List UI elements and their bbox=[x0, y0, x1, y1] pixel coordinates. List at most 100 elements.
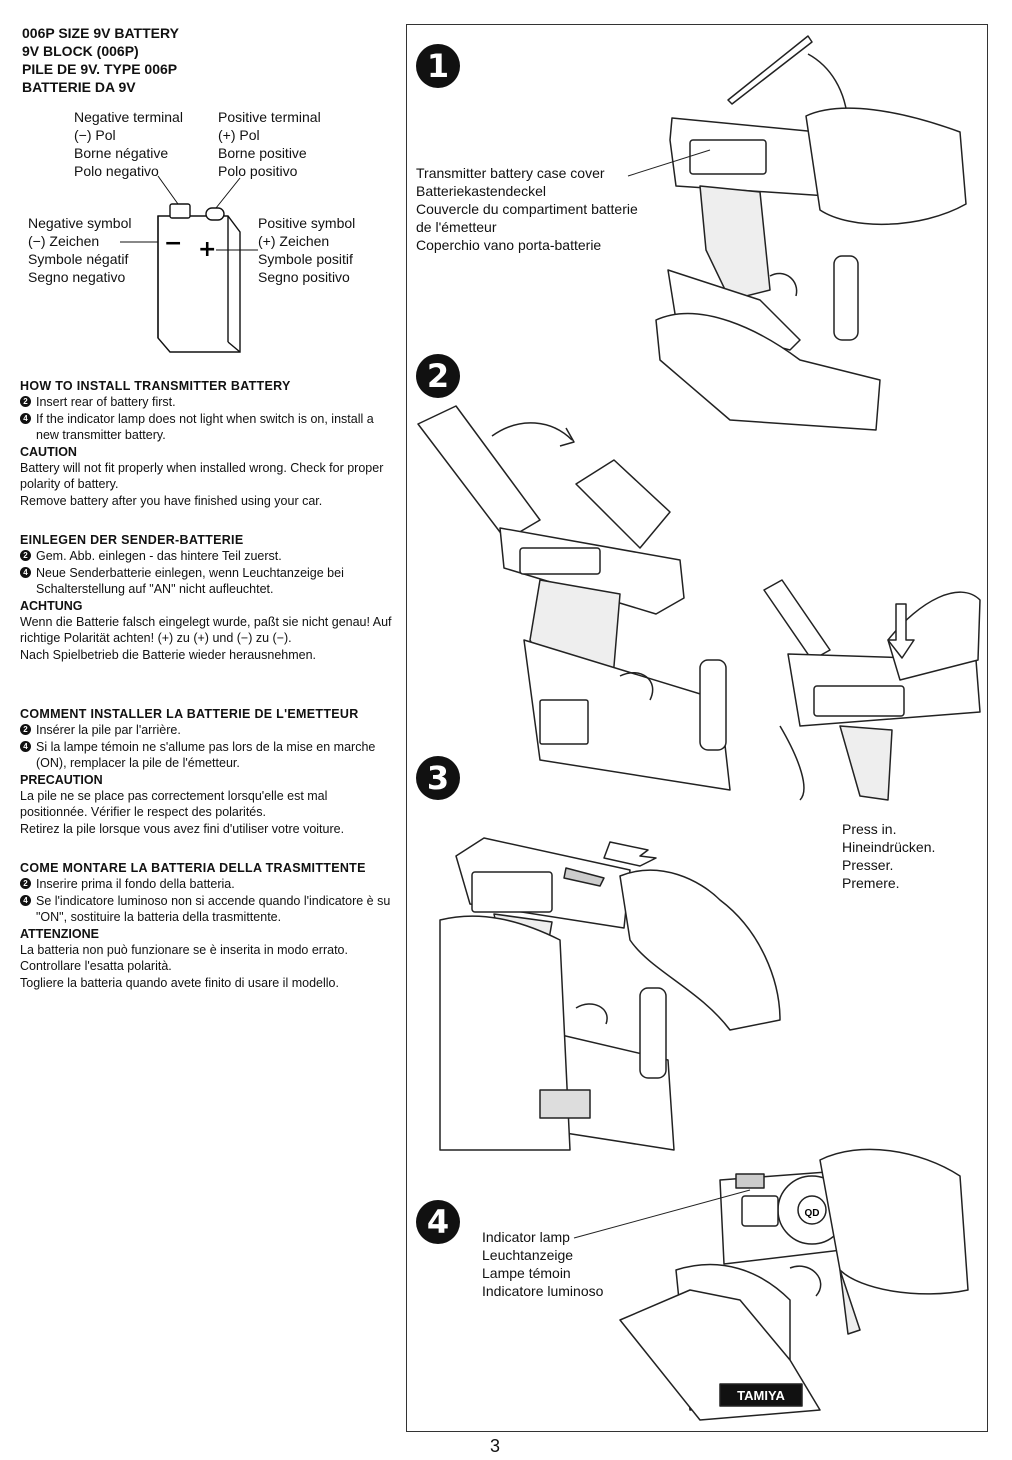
label-line: Leuchtanzeige bbox=[482, 1247, 574, 1263]
list-item: 2 Insérer la pile par l'arrière. bbox=[20, 722, 392, 738]
dial-label: QD bbox=[805, 1208, 820, 1219]
step-number-badge: 2 bbox=[20, 724, 31, 736]
step-badge-3: 3 bbox=[416, 756, 460, 800]
label-line: Positive terminal bbox=[218, 109, 321, 125]
label-line: Symbole négatif bbox=[28, 251, 129, 267]
label-line: (+) Pol bbox=[218, 127, 260, 143]
label-line: Hineindrücken. bbox=[842, 839, 936, 855]
caution-text: Nach Spielbetrieb die Batterie wieder he… bbox=[20, 647, 317, 662]
step-badge-4: 4 bbox=[416, 1200, 460, 1244]
tamiya-logo: TAMIYA bbox=[737, 1388, 785, 1403]
caution-title: PRECAUTION bbox=[20, 772, 103, 787]
caution-text: La pile ne se place pas correctement lor… bbox=[20, 789, 328, 820]
label-line: Premere. bbox=[842, 875, 900, 891]
label-line: Borne négative bbox=[74, 145, 169, 161]
list-item: 4 Neue Senderbatterie einlegen, wenn Leuc… bbox=[20, 565, 392, 598]
label-line: Negative symbol bbox=[28, 215, 132, 231]
item-text: Neue Senderbatterie einlegen, wenn Leuch… bbox=[36, 565, 344, 597]
item-text: Insert rear of battery first. bbox=[36, 395, 176, 410]
page-number: 3 bbox=[490, 1436, 501, 1456]
battery-title-line: PILE DE 9V. TYPE 006P bbox=[22, 61, 178, 77]
caution-title: ACHTUNG bbox=[20, 598, 83, 613]
item-text: Si la lampe témoin ne s'allume pas lors … bbox=[36, 739, 376, 771]
step-number-badge: 2 bbox=[20, 396, 31, 408]
section-french: COMMENT INSTALLER LA BATTERIE DE L'EMETT… bbox=[20, 706, 392, 837]
illustration-panel bbox=[406, 24, 988, 1432]
label-line: Batteriekastendeckel bbox=[416, 183, 546, 199]
negative-symbol-label: Negative symbol (−) Zeichen Symbole néga… bbox=[28, 214, 132, 286]
list-item: 4 Se l'indicatore luminoso non si accende… bbox=[20, 893, 392, 926]
list-item: 2 Insert rear of battery first. bbox=[20, 394, 392, 410]
label-line: (−) Zeichen bbox=[28, 233, 100, 249]
list-item: 2 Inserire prima il fondo della batteria. bbox=[20, 876, 392, 892]
indicator-lamp-label: Indicator lamp Leuchtanzeige Lampe témoi… bbox=[482, 1228, 603, 1300]
battery-title-line: 006P SIZE 9V BATTERY bbox=[22, 25, 179, 41]
label-line: (−) Pol bbox=[74, 127, 116, 143]
caution-text: Battery will not fit properly when insta… bbox=[20, 461, 384, 492]
section-heading: COME MONTARE LA BATTERIA DELLA TRASMITTE… bbox=[20, 861, 366, 875]
battery-9v-illustration bbox=[120, 175, 258, 353]
battery-title: 006P SIZE 9V BATTERY 9V BLOCK (006P) PIL… bbox=[22, 24, 179, 96]
caution-text: Togliere la batteria quando avete finito… bbox=[20, 975, 339, 990]
step-badge-2: 2 bbox=[416, 354, 460, 398]
label-line: de l'émetteur bbox=[416, 219, 497, 235]
step-number-badge: 2 bbox=[20, 878, 31, 890]
label-line: Borne positive bbox=[218, 145, 307, 161]
label-line: Indicator lamp bbox=[482, 1229, 570, 1245]
press-in-label: Press in. Hineindrücken. Presser. Premer… bbox=[842, 820, 935, 892]
item-text: Inserire prima il fondo della batteria. bbox=[36, 877, 235, 892]
step-number-badge: 4 bbox=[20, 894, 31, 906]
step3-transmitter-illustration bbox=[439, 837, 781, 1151]
step-badge-1: 1 bbox=[416, 44, 460, 88]
caution-text: Remove battery after you have finished u… bbox=[20, 493, 323, 508]
list-item: 2 Gem. Abb. einlegen - das hintere Teil z… bbox=[20, 548, 392, 564]
label-line: Negative terminal bbox=[74, 109, 183, 125]
caution-title: CAUTION bbox=[20, 444, 77, 459]
battery-title-line: BATTERIE DA 9V bbox=[22, 79, 136, 95]
step2-transmitter-illustration bbox=[417, 405, 731, 791]
label-line: Polo positivo bbox=[218, 163, 298, 179]
plus-mark: + bbox=[198, 237, 216, 262]
label-line: Polo negativo bbox=[74, 163, 159, 179]
label-line: Symbole positif bbox=[258, 251, 353, 267]
item-text: If the indicator lamp does not light whe… bbox=[36, 411, 374, 443]
step4-transmitter-illustration bbox=[573, 1148, 969, 1421]
section-english: HOW TO INSTALL TRANSMITTER BATTERY 2 Inse… bbox=[20, 378, 392, 509]
label-line: Segno negativo bbox=[28, 269, 126, 285]
battery-title-line: 9V BLOCK (006P) bbox=[22, 43, 139, 59]
negative-terminal-label: Negative terminal (−) Pol Borne négative… bbox=[74, 108, 183, 180]
label-line: Coperchio vano porta-batterie bbox=[416, 237, 602, 253]
section-heading: COMMENT INSTALLER LA BATTERIE DE L'EMETT… bbox=[20, 707, 359, 721]
step-number-badge: 4 bbox=[20, 412, 31, 424]
label-line: Couvercle du compartiment batterie bbox=[416, 201, 638, 217]
label-line: Press in. bbox=[842, 821, 897, 837]
label-line: Lampe témoin bbox=[482, 1265, 571, 1281]
section-german: EINLEGEN DER SENDER-BATTERIE 2 Gem. Abb. … bbox=[20, 532, 392, 663]
label-line: Presser. bbox=[842, 857, 894, 873]
battery-diagram: − + bbox=[120, 175, 258, 353]
item-text: Insérer la pile par l'arrière. bbox=[36, 723, 181, 738]
caution-text: Retirez la pile lorsque vous avez fini d… bbox=[20, 821, 345, 836]
press-in-illustration bbox=[763, 579, 981, 801]
step-number-badge: 4 bbox=[20, 566, 31, 578]
positive-terminal-label: Positive terminal (+) Pol Borne positive… bbox=[218, 108, 321, 180]
section-heading: HOW TO INSTALL TRANSMITTER BATTERY bbox=[20, 379, 291, 393]
step1-transmitter-illustration bbox=[655, 35, 967, 431]
item-text: Gem. Abb. einlegen - das hintere Teil zu… bbox=[36, 549, 282, 564]
caution-title: ATTENZIONE bbox=[20, 926, 99, 941]
item-text: Se l'indicatore luminoso non si accende … bbox=[36, 893, 391, 925]
label-line: Transmitter battery case cover bbox=[416, 165, 605, 181]
list-item: 4 If the indicator lamp does not light wh… bbox=[20, 411, 392, 444]
label-line: Positive symbol bbox=[258, 215, 356, 231]
positive-symbol-label: Positive symbol (+) Zeichen Symbole posi… bbox=[258, 214, 355, 286]
caution-text: La batteria non può funzionare se è inse… bbox=[20, 943, 348, 974]
step-number-badge: 2 bbox=[20, 550, 31, 562]
caution-text: Wenn die Batterie falsch eingelegt wurde… bbox=[20, 615, 392, 646]
step-number-badge: 4 bbox=[20, 740, 31, 752]
battery-cover-label: Transmitter battery case cover Batteriek… bbox=[416, 164, 638, 254]
label-line: (+) Zeichen bbox=[258, 233, 330, 249]
minus-mark: − bbox=[164, 231, 182, 256]
section-heading: EINLEGEN DER SENDER-BATTERIE bbox=[20, 533, 244, 547]
list-item: 4 Si la lampe témoin ne s'allume pas lors… bbox=[20, 739, 392, 772]
